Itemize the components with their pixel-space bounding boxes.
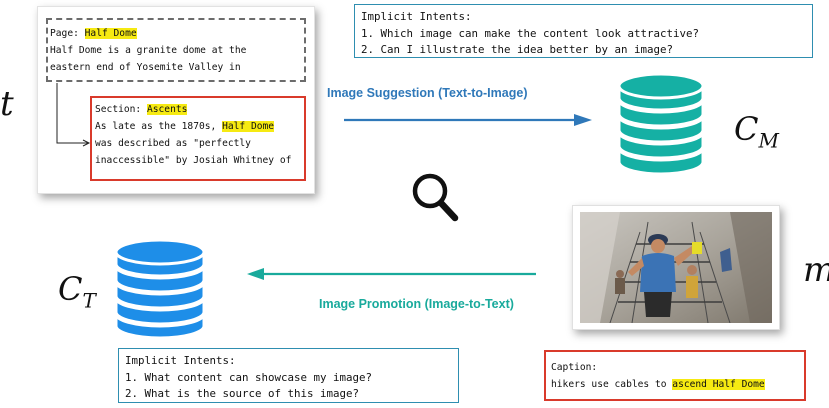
symbol-ct: CT: [58, 270, 96, 319]
ct-base: C: [58, 270, 83, 308]
section-text-1-pre: As late as the 1870s,: [95, 121, 223, 132]
section-text-line-1: As late as the 1870s, Half Dome: [95, 118, 304, 135]
database-icon: [617, 72, 705, 176]
page-prefix: Page:: [50, 28, 85, 39]
top-intents-heading: Implicit Intents:: [361, 10, 472, 23]
symbol-cm: CM: [734, 110, 779, 159]
section-prefix: Section:: [95, 104, 147, 115]
suggestion-arrow: [344, 114, 592, 126]
top-intent-item: 1. Which image can make the content look…: [361, 26, 700, 40]
page-title-line: Page: Half Dome: [50, 25, 304, 42]
page-card: Page: Half Dome Half Dome is a granite d…: [37, 6, 315, 194]
page-text-line-2: eastern end of Yosemite Valley in: [50, 62, 241, 73]
page-title-highlight: Half Dome: [84, 28, 137, 39]
page-text-line-1: Half Dome is a granite dome at the: [50, 45, 247, 56]
ct-subscript: T: [82, 288, 96, 313]
section-text-line-2: was described as "perfectly: [95, 138, 251, 149]
database-icon: [114, 238, 206, 340]
caption-text: hikers use cables to ascend Half Dome: [551, 376, 804, 393]
page-excerpt-box: Page: Half Dome Half Dome is a granite d…: [46, 18, 306, 82]
bottom-intent-item: 1. What content can showcase my image?: [125, 370, 373, 384]
hikers-photo: [580, 212, 772, 323]
magnifier-icon: [412, 173, 459, 222]
symbol-m: m: [803, 250, 829, 290]
cm-base: C: [734, 110, 759, 148]
caption-highlight: ascend Half Dome: [672, 379, 765, 390]
section-text-line-3: inaccessible" by Josiah Whitney of: [95, 155, 292, 166]
top-intent-item: 2. Can I illustrate the idea better by a…: [361, 43, 674, 56]
bottom-intents-heading: Implicit Intents:: [125, 354, 236, 367]
caption-label: Caption:: [551, 362, 598, 373]
bottom-intents-box: Implicit Intents: 1. What content can sh…: [118, 348, 459, 403]
section-excerpt-box: Section: Ascents As late as the 1870s, H…: [90, 96, 306, 181]
image-promotion-label: Image Promotion (Image-to-Text): [319, 297, 514, 311]
section-connector: [56, 83, 91, 147]
photo-card: [572, 205, 780, 330]
section-title-highlight: Ascents: [146, 104, 188, 115]
section-text-1-highlight: Half Dome: [222, 121, 275, 132]
promotion-arrow: [247, 268, 536, 280]
symbol-t: t: [0, 84, 14, 124]
top-intents-box: Implicit Intents: 1. Which image can mak…: [354, 4, 813, 58]
bottom-intent-item: 2. What is the source of this image?: [125, 387, 360, 400]
cm-subscript: M: [758, 128, 779, 153]
caption-box: Caption: hikers use cables to ascend Hal…: [544, 350, 806, 401]
image-suggestion-label: Image Suggestion (Text-to-Image): [327, 86, 528, 100]
section-title-line: Section: Ascents: [95, 101, 304, 118]
caption-text-pre: hikers use cables to: [551, 379, 673, 390]
